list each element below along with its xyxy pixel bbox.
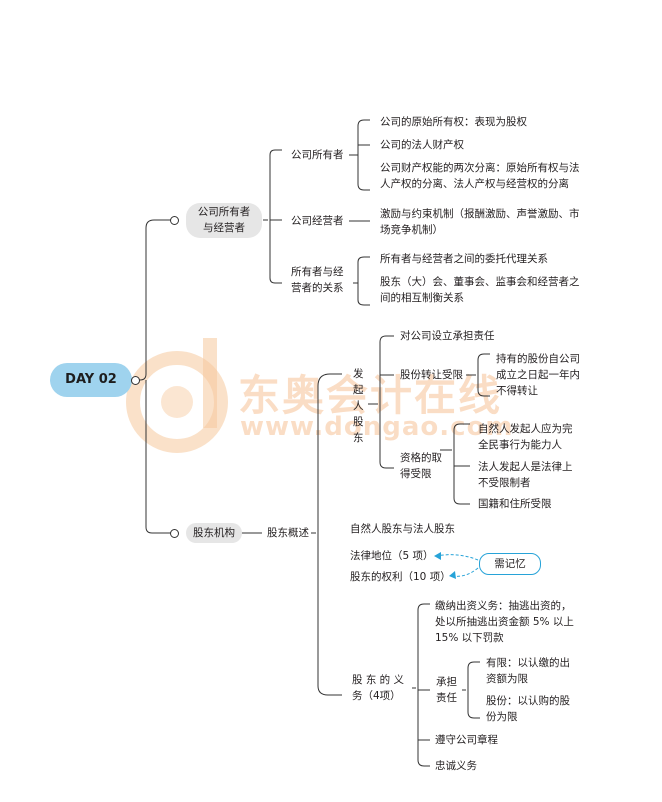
transfer-line-1: 持有的股份自公司 — [496, 353, 580, 365]
duty-capital-line1: 缴纳出资义务：抽逃出资的， — [435, 600, 572, 612]
relation-item-2-line2: 间的相互制衡关系 — [380, 292, 464, 304]
branch2-dot — [170, 529, 179, 538]
relation-label-line2[interactable]: 营者的关系 — [291, 282, 344, 294]
root-node[interactable]: DAY 02 — [50, 363, 132, 397]
duty-capital-line3: 15% 以下罚款 — [435, 632, 504, 644]
natural-legal-shareholder: 自然人股东与法人股东 — [350, 523, 455, 535]
branch-owner-operator-line1: 公司所有者 — [197, 206, 251, 218]
liability-limited-line2: 资额为限 — [486, 673, 528, 685]
duties-label-line1[interactable]: 股 东 的 义 — [352, 674, 405, 686]
promoter-label-char-1[interactable]: 发 — [353, 368, 364, 380]
qualification-label-line1[interactable]: 资格的取 — [400, 452, 442, 464]
relation-item-2-line1: 股东（大）会、董事会、监事会和经营者之 — [380, 276, 580, 288]
memo-badge[interactable]: 需记忆 — [479, 553, 541, 575]
owner-item-2: 公司的法人财产权 — [380, 139, 464, 151]
root-connector-dot — [131, 376, 140, 385]
qualification-natural-line2: 全民事行为能力人 — [478, 439, 562, 451]
relation-label-line1[interactable]: 所有者与经 — [291, 266, 344, 278]
liability-label-line2[interactable]: 责任 — [436, 692, 457, 704]
liability-share-line1: 股份：以认购的股 — [486, 695, 570, 707]
duties-label-line2[interactable]: 务（4项） — [352, 690, 401, 702]
owner-label[interactable]: 公司所有者 — [291, 149, 344, 161]
promoter-label-char-3[interactable]: 人 — [353, 400, 364, 412]
owner-item-3-line2: 人产权的分离、法人产权与经营权的分离 — [380, 178, 569, 190]
overview-label[interactable]: 股东概述 — [267, 527, 309, 539]
relation-item-1: 所有者与经营者之间的委托代理关系 — [380, 253, 548, 265]
transfer-label[interactable]: 股份转让受限 — [400, 369, 463, 381]
owner-item-3-line1: 公司财产权能的两次分离：原始所有权与法 — [380, 162, 580, 174]
qualification-label-line2[interactable]: 得受限 — [400, 468, 432, 480]
promoter-responsibility: 对公司设立承担责任 — [400, 330, 495, 342]
branch1-dot — [170, 216, 179, 225]
transfer-line-3: 不得转让 — [496, 385, 538, 397]
qualification-legal-line2: 不受限制者 — [478, 477, 531, 489]
legal-status: 法律地位（5 项） — [350, 550, 434, 562]
owner-item-1: 公司的原始所有权：表现为股权 — [380, 116, 527, 128]
transfer-line-2: 成立之日起一年内 — [496, 369, 580, 381]
liability-label-line1[interactable]: 承担 — [436, 676, 457, 688]
qualification-natural-line1: 自然人发起人应为完 — [478, 423, 573, 435]
liability-limited-line1: 有限：以认缴的出 — [486, 657, 570, 669]
watermark-logo-icon — [125, 330, 235, 464]
watermark-url: www.dongao.com — [240, 412, 514, 442]
branch-shareholder-org[interactable]: 股东机构 — [186, 523, 242, 543]
operator-item-line1: 激励与约束机制（报酬激励、声誉激励、市 — [380, 208, 580, 220]
promoter-label-char-4[interactable]: 股 — [353, 416, 364, 428]
branch-owner-operator-line2: 与经营者 — [203, 222, 245, 234]
operator-item-line2: 场竞争机制） — [380, 224, 443, 236]
branch-owner-operator[interactable]: 公司所有者 与经营者 — [186, 203, 262, 238]
qualification-legal-line1: 法人发起人是法律上 — [478, 461, 573, 473]
duty-loyalty: 忠诚义务 — [435, 760, 477, 772]
operator-label[interactable]: 公司经营者 — [291, 215, 344, 227]
promoter-label-char-5[interactable]: 东 — [353, 432, 364, 444]
watermark-brand: 东奥会计在线 — [238, 371, 503, 420]
duty-articles: 遵守公司章程 — [435, 734, 498, 746]
liability-share-line2: 份为限 — [486, 711, 518, 723]
qualification-nationality: 国籍和住所受限 — [478, 498, 552, 510]
shareholder-rights: 股东的权利（10 项） — [350, 571, 451, 583]
duty-capital-line2: 处以所抽逃出资金额 5% 以上 — [435, 616, 574, 628]
promoter-label-char-2[interactable]: 起 — [353, 384, 364, 396]
